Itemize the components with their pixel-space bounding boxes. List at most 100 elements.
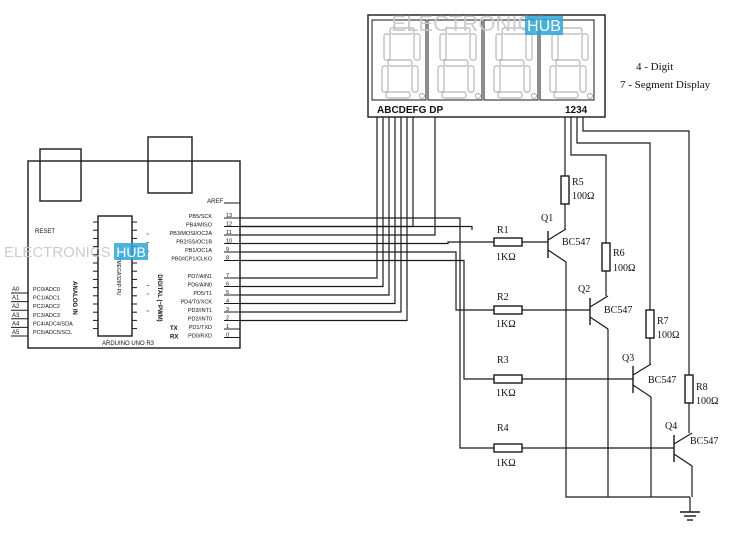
digit-ctrl-wire-1 [240, 241, 494, 245]
analog-pin-num-2: A2 [12, 304, 20, 310]
digit-3-segment-e [493, 65, 501, 93]
digital-pin-name-bot-7: PD0/RXD [188, 334, 212, 340]
resistor-r3: R3 1KΩ [493, 355, 523, 399]
display-title-line1: 4 - Digit [636, 61, 673, 73]
segment-wire-2 [240, 117, 390, 296]
digit-4-dp [587, 93, 593, 99]
watermark-text-left-badge: HUB [116, 244, 146, 260]
digital-pin-name-bot-4: PD3/INT1 [188, 308, 212, 314]
segment-wire-0 [240, 117, 378, 279]
digit-1-segment-g [387, 59, 413, 67]
transistor-q4-emitter [673, 453, 693, 467]
resistor-r6-ref: R6 [613, 248, 625, 259]
chip-pins [93, 221, 137, 330]
digital-pin-name-top-0: PB5/SCK [189, 214, 213, 220]
display-title-line2: 7 - Segment Display [620, 79, 711, 91]
resistors: R1 1KΩ R2 1KΩ R3 1KΩ R4 1KΩ R5 100Ω R6 1… [493, 175, 718, 469]
resistor-r4-body [493, 443, 523, 453]
digital-pin-name-bot-3: PD4/T0/XCK [181, 300, 213, 306]
transistor-q2-ref: Q2 [578, 284, 590, 295]
digit-4-segment-f [551, 33, 559, 61]
digital-pin-name-bot-1: PD6/AIN0 [188, 283, 212, 289]
digit-3-segment-g [499, 59, 525, 67]
display-outline [367, 14, 606, 118]
digital-pin-num-bot-2: 5 [226, 290, 229, 296]
digital-pin-num-top-2: 11 [226, 230, 232, 236]
power-jack [147, 136, 193, 194]
digit-3-segment-f [495, 33, 503, 61]
digital-pin-num-bot-3: 4 [226, 299, 229, 305]
digit-4-segment-b [581, 33, 589, 61]
digit-4-segment-d [553, 91, 579, 99]
digit-2-dp [475, 93, 481, 99]
resistor-r6-body [601, 242, 611, 272]
ground-symbol [680, 497, 700, 521]
watermark-badge-left [114, 243, 148, 260]
resistor-r4: R4 1KΩ [493, 423, 523, 469]
resistor-r2: R2 1KΩ [493, 292, 523, 330]
digital-pin-num-top-1: 12 [226, 222, 232, 228]
resistor-r2-body [493, 305, 523, 315]
digital-pin-name-top-3: PB2/SS/OC1B [176, 240, 212, 246]
digit-3-segment-d [497, 91, 523, 99]
digit-1-segment-d [385, 91, 411, 99]
digit3-wire [576, 117, 651, 310]
digit-4-segment-g [555, 59, 581, 67]
transistor-q3: Q3 BC547 [622, 353, 676, 398]
digit-3-segment-b [525, 33, 533, 61]
digit-2-segment-b [469, 33, 477, 61]
segment-wire-6 [240, 117, 414, 228]
transistor-q4: Q4 BC547 [665, 421, 718, 467]
analog-pin-name-4: PC4/ADC4/SDA [33, 321, 73, 327]
segment-wire-1 [240, 117, 384, 288]
transistor-q2-collector [589, 295, 609, 308]
digit-1-segment-f [383, 33, 391, 61]
analog-pin-name-5: PC5/ADC5/SCL [33, 330, 72, 336]
digit-2-segment-a [445, 27, 471, 35]
digit-3-cell [483, 19, 539, 101]
transistor-q4-part: BC547 [690, 436, 718, 447]
digit-4-cell [539, 19, 595, 101]
digit-1-segment-e [381, 65, 389, 93]
digital-pin-pwm-bot-1: ~ [146, 284, 150, 290]
digit-1-segment-b [413, 33, 421, 61]
digital-pin-pwm-top-2: ~ [146, 232, 150, 238]
digital-pin-num-top-5: 8 [226, 256, 229, 262]
resistor-r5: R5 100Ω [560, 175, 594, 205]
analog-pin-num-0: A0 [12, 287, 20, 293]
chip-label: ATMEGA328P-PU [115, 254, 121, 295]
segment-wire-5 [240, 117, 408, 322]
transistor-q1-part: BC547 [562, 237, 590, 248]
resistor-r4-ref: R4 [497, 423, 509, 434]
segment-wire-3 [240, 117, 396, 305]
resistor-r3-ref: R3 [497, 355, 509, 366]
analog-pin-num-3: A3 [12, 313, 20, 319]
transistor-q4-ref: Q4 [665, 421, 677, 432]
analog-pin-num-4: A4 [12, 321, 20, 327]
digit-4-segment-e [549, 65, 557, 93]
resistor-r4-value: 1KΩ [496, 458, 516, 469]
resistor-r2-value: 1KΩ [496, 319, 516, 330]
usb-connector [39, 148, 82, 202]
resistor-r1: R1 1KΩ [493, 225, 523, 263]
resistor-r5-ref: R5 [572, 177, 584, 188]
digital-pin-num-bot-4: 3 [226, 307, 229, 313]
arduino-board: ATMEGA328P-PU ARDUINO UNO R3 RESET AREF … [4, 136, 241, 349]
digital-pin-name-top-4: PB1/OC1A [185, 248, 212, 254]
digital-pin-pwm-bot-4: ~ [146, 309, 150, 315]
seven-segment-display: ELECTRONICS HUB ABCDEFG DP 1234 4 - Digi… [367, 11, 711, 118]
arduino-outline [27, 160, 241, 349]
transistor-q3-emitter [632, 384, 652, 398]
watermark-text-left: ELECTRONICS [4, 244, 111, 261]
transistor-q3-part: BC547 [648, 375, 676, 386]
digit-pins-label: 1234 [565, 105, 588, 116]
resistor-r5-value: 100Ω [572, 191, 594, 202]
analog-pin-name-0: PC0/ADC0 [33, 287, 60, 293]
transistor-q2-emitter [589, 316, 609, 330]
digital-pin-num-bot-7: 0 [226, 333, 229, 339]
resistor-r2-ref: R2 [497, 292, 509, 303]
transistors: Q1 BC547 Q2 BC547 Q3 BC547 Q4 BC547 [541, 213, 718, 467]
segment-pins-label: ABCDEFG DP [377, 105, 443, 116]
digital-pin-name-bot-0: PD7/AIN1 [188, 274, 212, 280]
